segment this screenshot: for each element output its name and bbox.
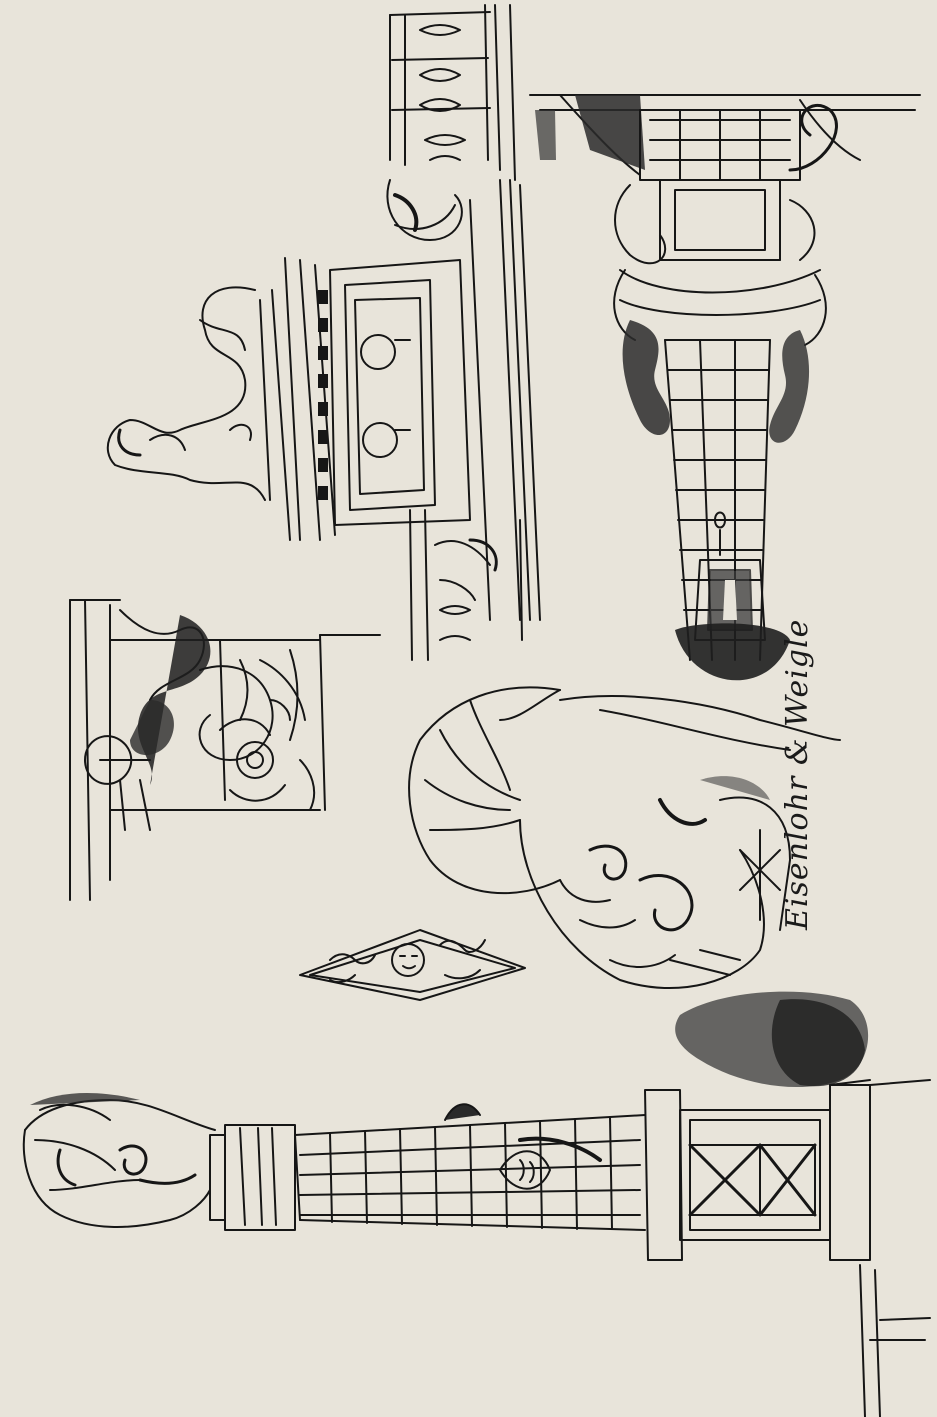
- pilaster-with-lantern: [529, 94, 921, 681]
- shell-console: [408, 686, 841, 989]
- artist-signature: Eisenlohr & Weigle: [780, 618, 815, 930]
- lozenge-ornament: [299, 929, 526, 1001]
- horizontal-pilaster: [22, 991, 931, 1417]
- cartouche-panel: [69, 599, 381, 901]
- gable-with-balustrade: [106, 4, 541, 661]
